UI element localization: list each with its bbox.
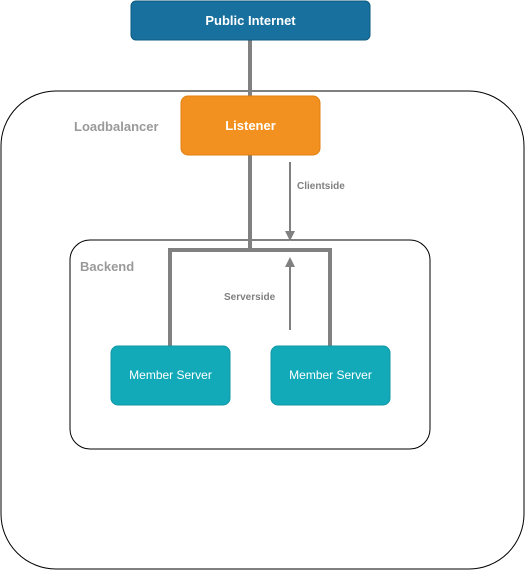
public-internet-label: Public Internet: [205, 13, 296, 28]
listener-node[interactable]: Listener: [180, 95, 321, 156]
member-server-node-2[interactable]: Member Server: [270, 345, 391, 406]
member-server-label-1: Member Server: [129, 368, 212, 382]
connector-split-members: [168, 248, 332, 346]
loadbalancer-group: [0, 90, 525, 570]
loadbalancer-group-label: Loadbalancer: [74, 119, 159, 134]
member-server-node-1[interactable]: Member Server: [110, 345, 231, 406]
public-internet-node[interactable]: Public Internet: [130, 0, 371, 41]
member-server-label-2: Member Server: [289, 368, 372, 382]
listener-label: Listener: [225, 118, 276, 133]
clientside-label: Clientside: [297, 181, 345, 192]
serverside-label: Serverside: [224, 292, 276, 303]
backend-group-label: Backend: [80, 259, 134, 274]
